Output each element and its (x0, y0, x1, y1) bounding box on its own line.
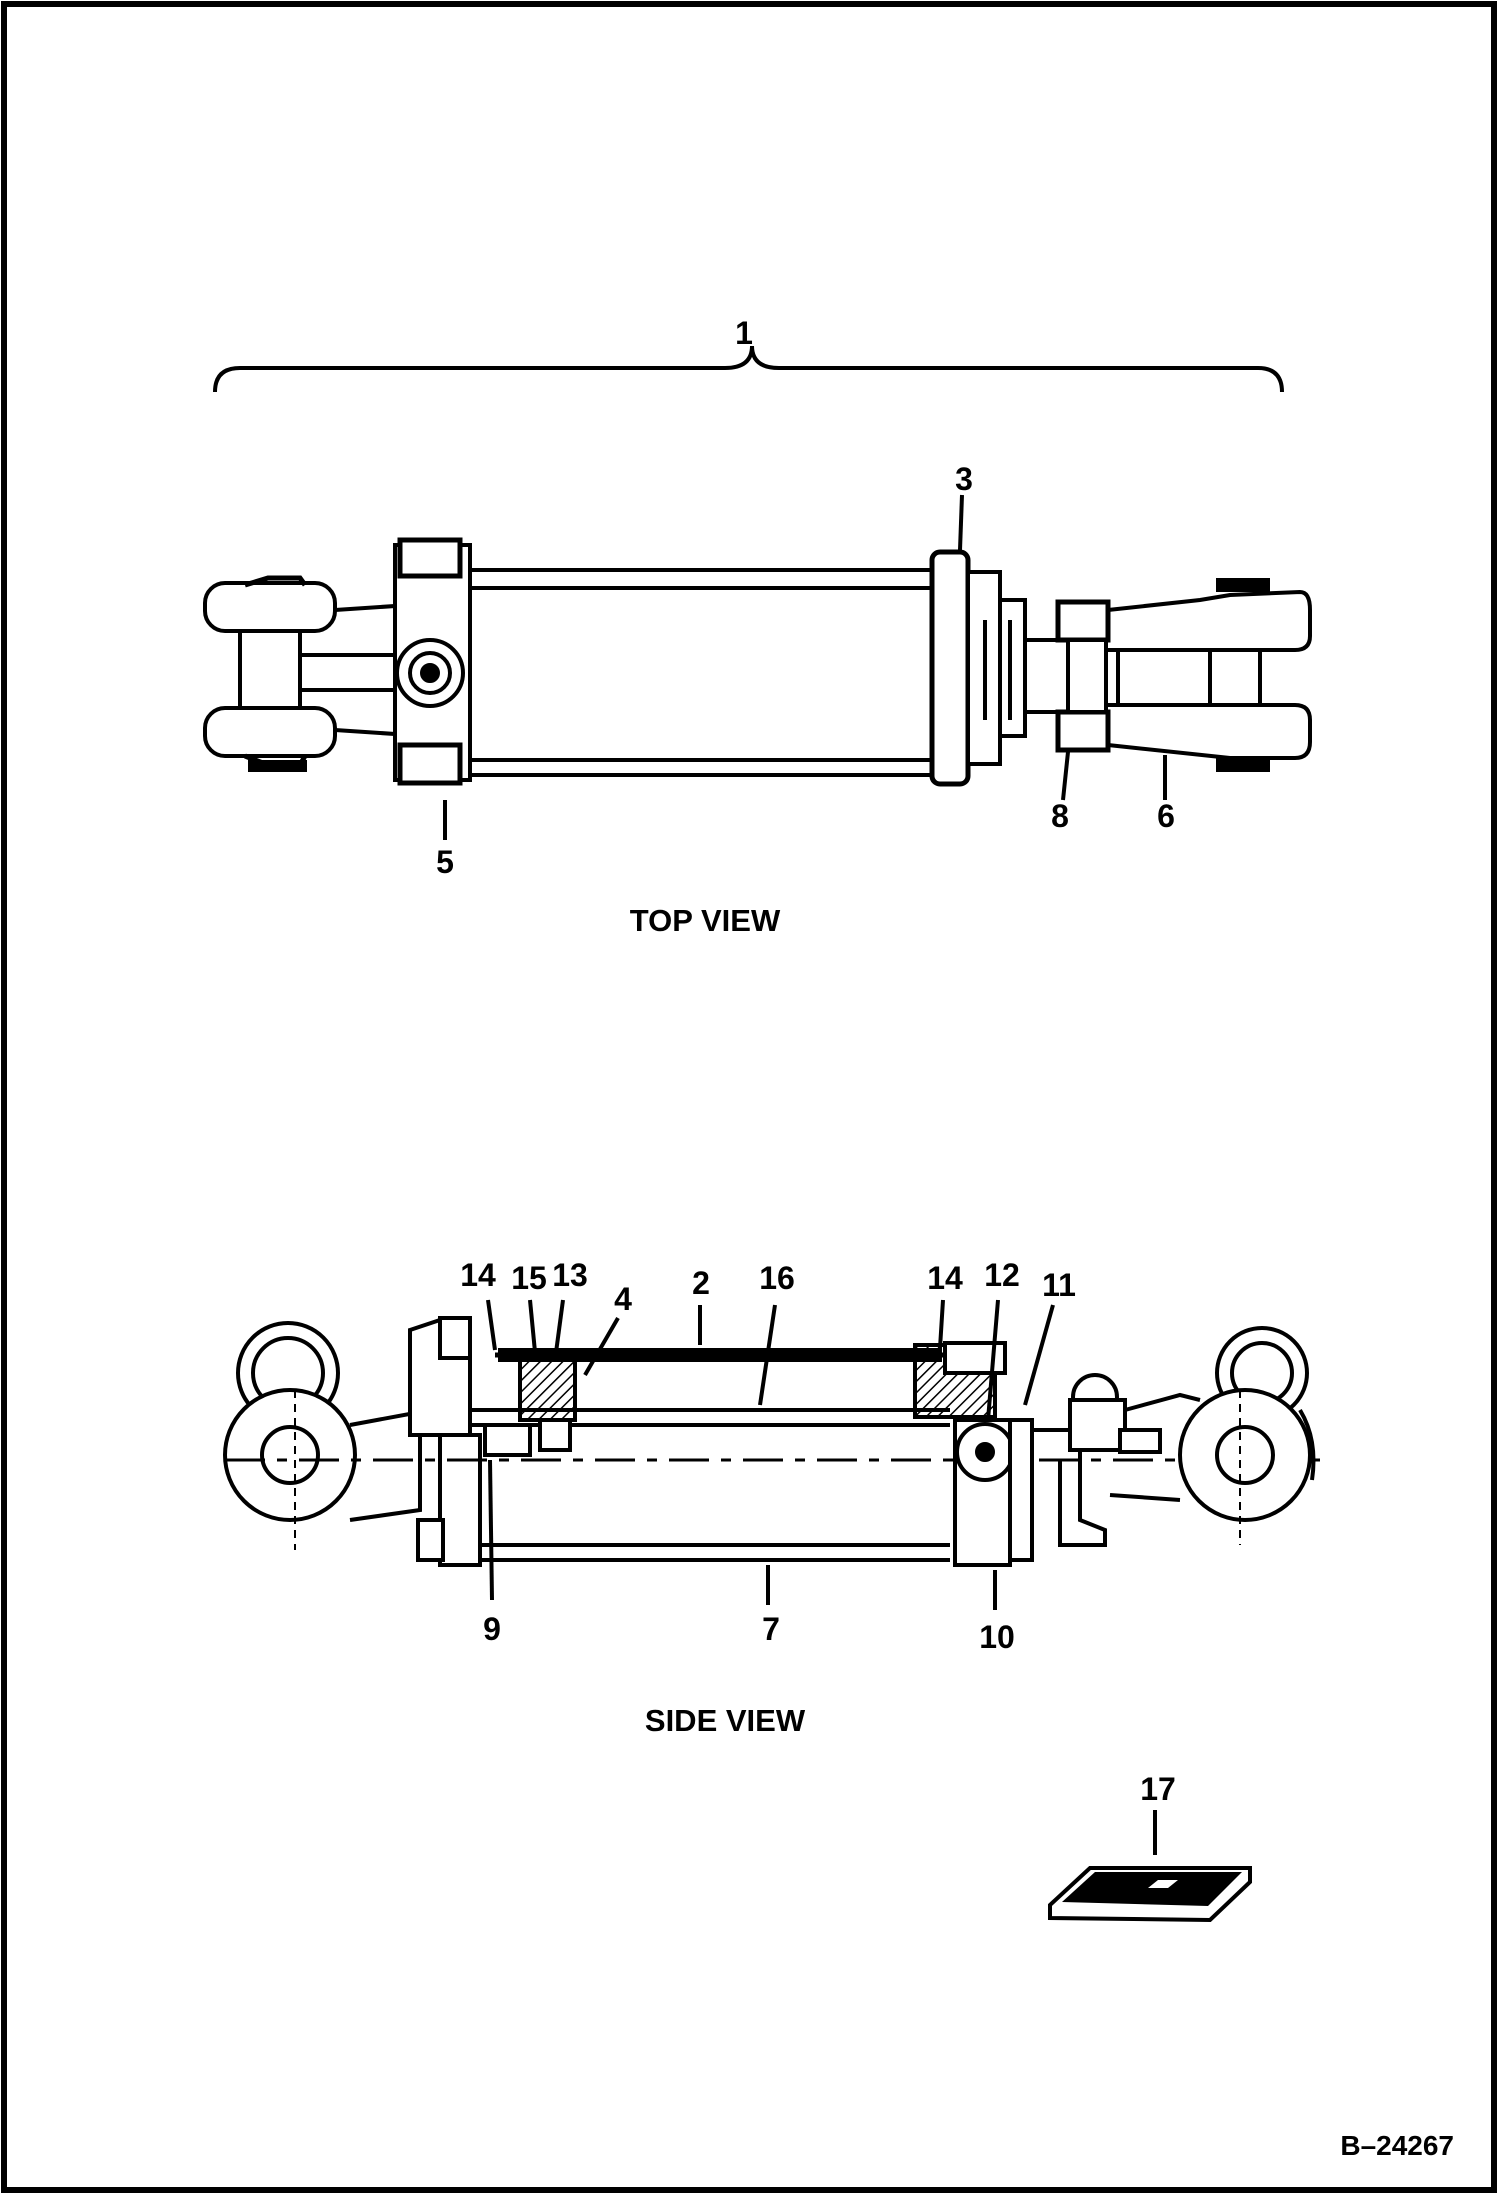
top-view-drawing (203, 345, 1312, 840)
callout-17: 17 (1140, 1771, 1176, 1807)
left-end-cap (393, 537, 472, 786)
leader-16 (758, 1304, 777, 1406)
callout-6: 6 (1157, 798, 1175, 834)
rod-end-side (1032, 1373, 1201, 1547)
leader-15 (528, 1299, 537, 1353)
left-clevis (203, 575, 412, 772)
leader-12 (986, 1299, 1000, 1421)
side-view-drawing (223, 1299, 1320, 1610)
callout-16: 16 (759, 1260, 795, 1296)
leader-9 (488, 1459, 494, 1601)
leader-11 (1023, 1304, 1055, 1406)
callout-7: 7 (762, 1611, 780, 1647)
leader-8 (1061, 751, 1070, 801)
callout-13: 13 (552, 1257, 588, 1293)
callout-4: 4 (614, 1281, 632, 1317)
callout-11: 11 (1042, 1267, 1076, 1303)
figure-reference: B–24267 (1340, 2130, 1454, 2161)
callout-14a: 14 (460, 1257, 496, 1293)
callout-5: 5 (436, 844, 454, 880)
callout-3: 3 (955, 461, 973, 497)
callout-12: 12 (984, 1257, 1020, 1293)
right-clevis (1055, 578, 1312, 772)
callout-10: 10 (979, 1619, 1015, 1655)
right-eye (1178, 1326, 1316, 1545)
leader-13 (553, 1299, 565, 1361)
leader-14a (486, 1299, 497, 1351)
callout-9: 9 (483, 1611, 501, 1647)
barrel-top (470, 568, 935, 777)
top-view-caption: TOP VIEW (630, 903, 781, 938)
callout-15: 15 (511, 1260, 547, 1296)
leader-3 (958, 494, 964, 551)
callout-14b: 14 (927, 1260, 963, 1296)
right-gland (929, 549, 1027, 787)
piston (518, 1358, 577, 1422)
assembly-brace (213, 345, 1284, 393)
callout-1: 1 (735, 315, 753, 351)
leader-14b (938, 1299, 945, 1349)
part-17-decal (1048, 1810, 1252, 1923)
callout-8: 8 (1051, 798, 1069, 834)
left-end-cap-side (408, 1316, 482, 1567)
left-eye (223, 1321, 357, 1550)
side-view-caption: SIDE VIEW (645, 1703, 806, 1738)
leader-4 (583, 1316, 620, 1377)
callout-2: 2 (692, 1265, 710, 1301)
left-link (349, 1409, 422, 1522)
right-end-cap-side (953, 1418, 1034, 1567)
